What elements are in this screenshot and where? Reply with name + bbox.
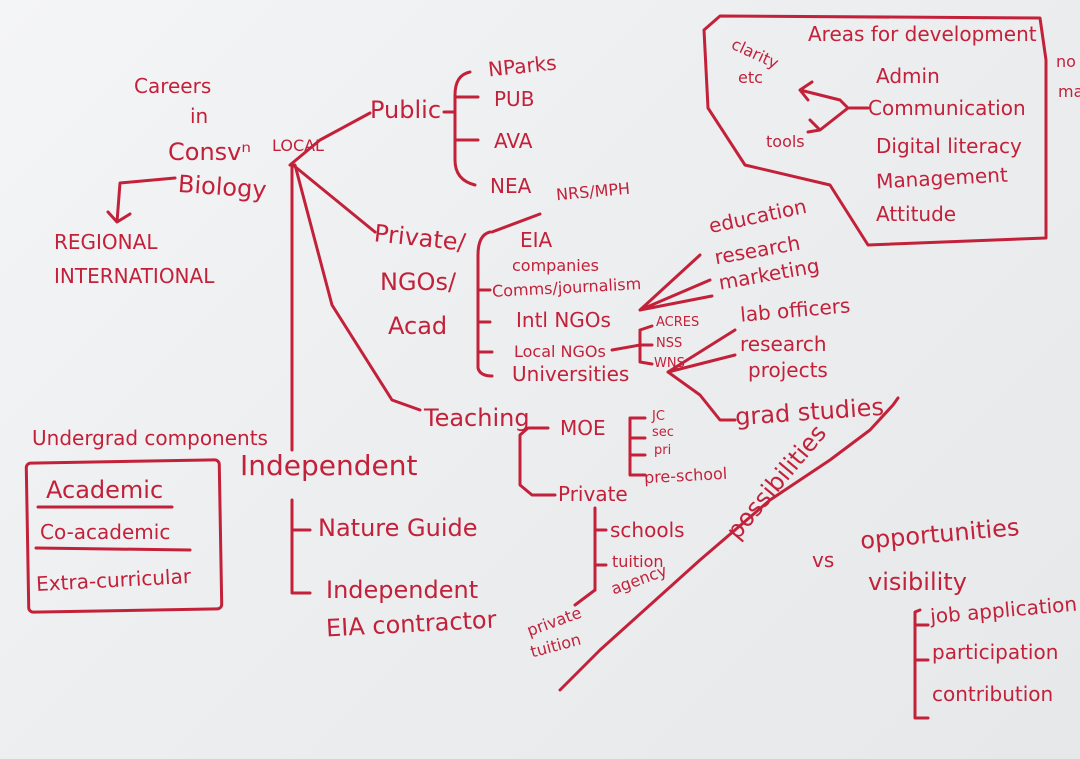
brace-public xyxy=(442,70,480,187)
private-companies: companies xyxy=(512,256,599,275)
private-tuition: tuition xyxy=(612,552,664,571)
private-universities: Universities xyxy=(512,362,630,386)
areas-etc: etc xyxy=(738,68,763,87)
areas-attitude: Attitude xyxy=(876,202,957,226)
bottom-vs: vs xyxy=(812,548,835,572)
private-intl-ngos: Intl NGOs xyxy=(516,308,611,332)
undergrad-coacademic: Co-academic xyxy=(40,520,171,544)
edge-text-ma: ma xyxy=(1058,82,1080,101)
brace-teaching xyxy=(518,426,557,497)
public-nparks: NParks xyxy=(486,50,558,82)
moe-pri: pri xyxy=(654,443,672,458)
label-public: Public xyxy=(370,96,442,124)
bottom-contribution: contribution xyxy=(932,682,1054,706)
moe-jc: JC xyxy=(652,409,665,424)
edge-text-no: no xyxy=(1056,52,1076,71)
public-ava: AVA xyxy=(494,129,533,153)
fan-universities xyxy=(666,328,737,422)
connector-local-public xyxy=(288,111,372,167)
areas-box-outline xyxy=(702,14,1048,247)
label-ngos: NGOs/ xyxy=(380,268,457,296)
public-pub: PUB xyxy=(494,87,535,111)
ngo-nss: NSS xyxy=(656,336,683,351)
connector-private-types xyxy=(593,506,608,592)
areas-tools: tools xyxy=(766,132,805,151)
arrow-to-regional xyxy=(106,176,177,224)
bottom-participation: participation xyxy=(932,640,1059,664)
areas-title: Areas for development xyxy=(808,22,1037,46)
uni-role-research: research xyxy=(740,332,827,356)
areas-communication: Communication xyxy=(868,96,1026,120)
brace-ngo-names xyxy=(610,324,654,366)
brace-visibility xyxy=(913,608,930,720)
private-local-ngos: Local NGOs xyxy=(514,342,606,361)
title-careers: Careers xyxy=(134,74,212,98)
private-schools: schools xyxy=(610,518,685,542)
connector-nrs xyxy=(490,212,542,234)
moe-pre-school: pre-school xyxy=(643,463,728,488)
label-teaching: Teaching xyxy=(424,404,530,432)
scope-regional: REGIONAL xyxy=(54,230,158,254)
brace-independent xyxy=(290,498,312,595)
bottom-visibility: visibility xyxy=(868,568,967,596)
title-in: in xyxy=(190,104,209,128)
connector-local-teaching xyxy=(293,163,422,412)
label-independent: Independent xyxy=(240,449,418,482)
ngo-acres: ACRES xyxy=(656,315,700,330)
title-biology: Biology xyxy=(177,169,268,205)
connector-private-tuition xyxy=(573,588,597,607)
title-consv: Consvⁿ xyxy=(168,138,251,166)
independent-independent: Independent xyxy=(326,576,479,604)
undergrad-underline-coacademic xyxy=(34,546,192,552)
areas-digital-literacy: Digital literacy xyxy=(876,134,1022,158)
undergrad-academic: Academic xyxy=(46,476,164,504)
areas-management: Management xyxy=(875,162,1009,194)
areas-arrows xyxy=(798,80,850,134)
teaching-moe: MOE xyxy=(560,416,606,440)
brace-moe xyxy=(628,416,647,477)
areas-admin: Admin xyxy=(876,64,940,88)
ngo-wns: WNS xyxy=(654,356,685,371)
private-eia: EIA xyxy=(520,228,553,252)
independent-nature-guide: Nature Guide xyxy=(318,514,478,542)
connector-local-private xyxy=(291,163,377,234)
moe-sec: sec xyxy=(652,425,674,440)
scope-international: INTERNATIONAL xyxy=(54,264,215,288)
separator-brace xyxy=(558,396,900,692)
brace-private xyxy=(476,230,494,378)
undergrad-title: Undergrad components xyxy=(32,426,268,450)
teaching-private: Private xyxy=(558,482,628,506)
uni-role-projects: projects xyxy=(748,358,828,382)
label-local: LOCAL xyxy=(272,136,324,155)
fan-intl-ngos xyxy=(638,253,714,312)
label-acad: Acad xyxy=(388,312,448,340)
public-nea: NEA xyxy=(490,174,532,198)
